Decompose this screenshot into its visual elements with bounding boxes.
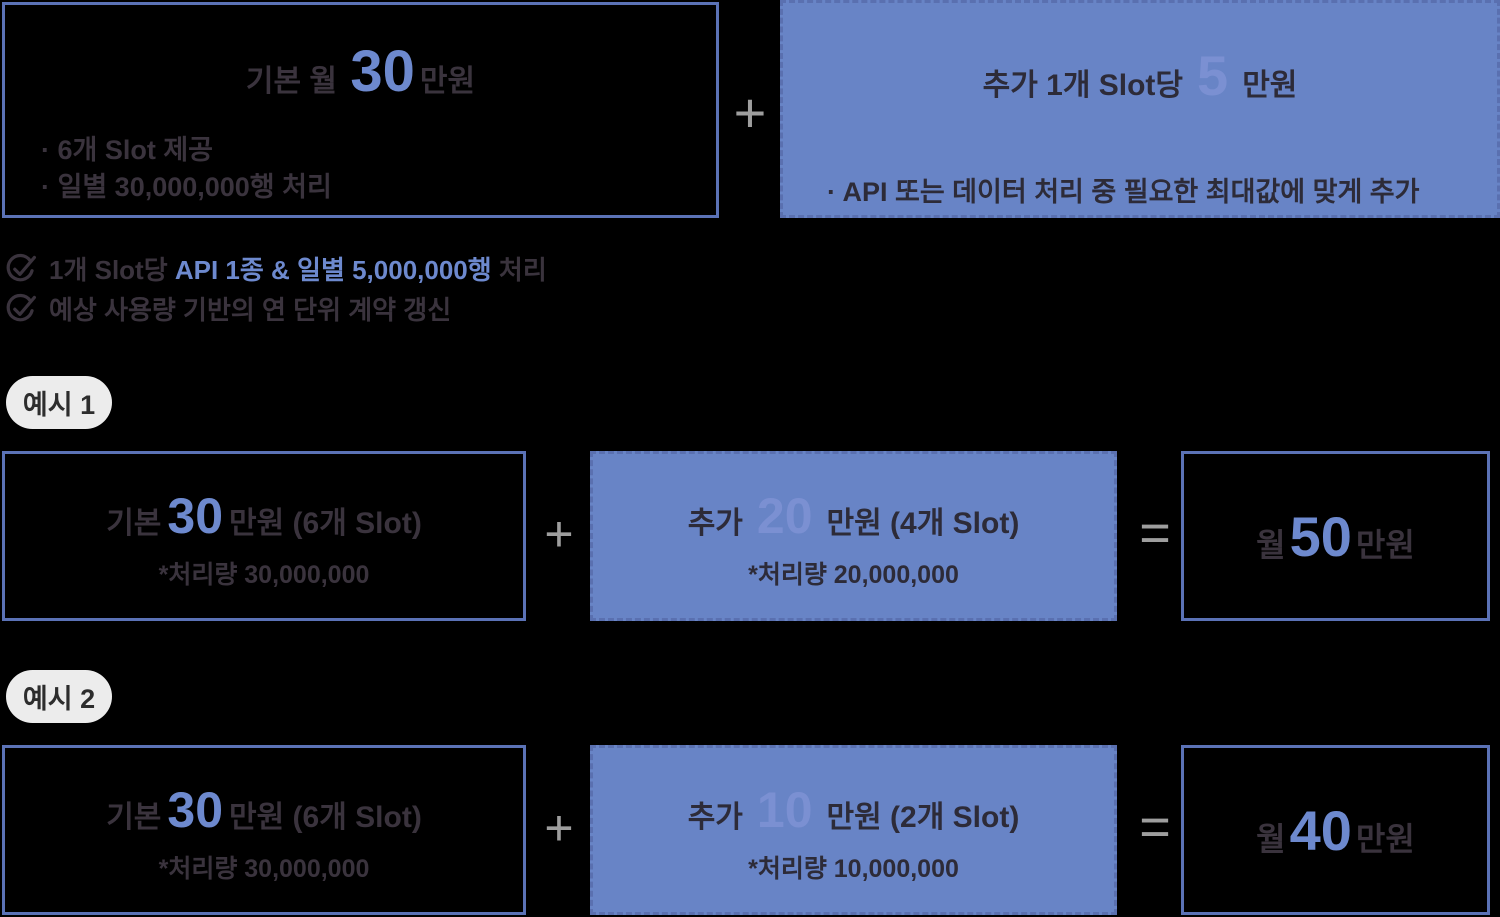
addon-plan-bullet: · API 또는 데이터 처리 중 필요한 최대값에 맞게 추가 [827,177,1420,207]
plus-operator-example-2: + [544,800,574,856]
base-plan-bullet-rows: · 일별 30,000,000행 처리 [41,172,332,202]
base-plan-price-number: 30 [350,39,415,104]
example-2-base-note: *처리량 30,000,000 [158,855,370,883]
note-line-contract: 예상 사용량 기반의 연 단위 계약 갱신 [6,290,451,327]
example-1-total-price-number: 50 [1289,505,1352,568]
note-slot-spec-highlight: API 1종 & 일별 5,000,000행 [174,255,492,285]
addon-plan-title-prefix: 추가 1개 Slot당 [982,69,1184,102]
example-2-addon-price-number: 10 [756,782,813,838]
example-1-badge: 예시 1 [6,376,112,429]
example-1-addon-price-number: 20 [756,488,813,544]
base-plan-bullet-slots: · 6개 Slot 제공 [41,135,214,165]
example-2-addon-note: *처리량 10,000,000 [748,855,959,883]
base-plan-title-prefix: 기본 월 [245,65,346,98]
addon-plan-title-suffix: 만원 [1242,69,1298,102]
base-plan-bullets: · 6개 Slot 제공 · 일별 30,000,000행 처리 [41,132,332,206]
example-1-base-note: *처리량 30,000,000 [158,561,370,589]
example-1-addon-note: *처리량 20,000,000 [748,561,959,589]
plus-operator-top: + [733,81,767,144]
equals-operator-example-1: = [1139,503,1171,563]
note-slot-spec-text: 1개 Slot당 API 1종 & 일별 5,000,000행 처리 [49,255,547,285]
check-circle-icon [6,293,36,321]
note-contract-text: 예상 사용량 기반의 연 단위 계약 갱신 [49,295,452,325]
equals-operator-example-2: = [1139,797,1171,857]
note-line-slot-spec: 1개 Slot당 API 1종 & 일별 5,000,000행 처리 [6,250,547,287]
example-1-base-price-number: 30 [167,488,224,544]
example-2-base-price-number: 30 [167,782,224,838]
check-circle-icon [6,253,36,281]
addon-plan-price-number: 5 [1197,44,1229,107]
plus-operator-example-1: + [544,506,574,562]
base-plan-title-suffix: 만원 [419,65,476,98]
example-2-badge: 예시 2 [6,670,112,723]
example-2-total-price-number: 40 [1289,799,1352,862]
